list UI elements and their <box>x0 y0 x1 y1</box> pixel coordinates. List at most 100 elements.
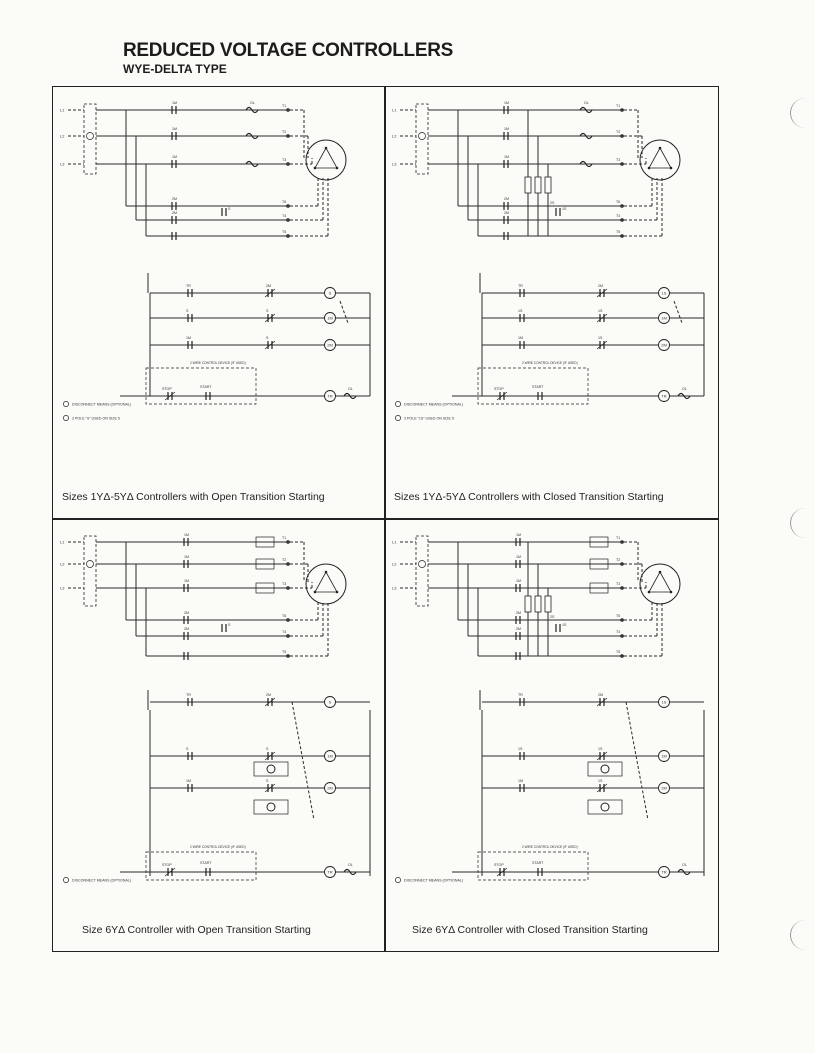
contact-label: 1S <box>598 336 603 340</box>
contact-label: S <box>266 747 269 751</box>
coil-icon <box>658 866 670 878</box>
terminal-label: T2 <box>282 130 286 134</box>
terminal-icon <box>620 634 624 638</box>
nc-contact-icon <box>264 783 276 793</box>
current-transformer-icon <box>255 536 275 548</box>
winding-terminal-icon <box>669 166 673 170</box>
line-label: L3 <box>392 162 397 167</box>
start-button-label: START <box>532 385 544 389</box>
coil-icon <box>658 750 670 762</box>
terminal-label: T5 <box>616 650 620 654</box>
line-label: L1 <box>392 108 397 113</box>
note-marker-icon <box>63 877 69 883</box>
note-text: 3 POLE "1S" USED ON SIZE 5 <box>404 417 454 421</box>
winding-terminal-icon <box>335 166 339 170</box>
contact-label: 2M <box>266 284 271 288</box>
wire-device-label: 2 WIRE CONTROL DEVICE (IF USED) <box>190 845 246 849</box>
contact-label: 1S <box>562 207 567 211</box>
contact-label: 1M <box>172 127 177 131</box>
terminal-label: T6 <box>616 200 620 204</box>
contact-label: 1M <box>184 579 189 583</box>
contact-label: 1M <box>504 155 509 159</box>
contact-label: 1M <box>516 533 521 537</box>
terminal-icon <box>286 162 290 166</box>
nc-contact-icon <box>264 697 276 707</box>
winding-terminal-icon <box>313 590 317 594</box>
note-text: DISCONNECT MEANS (OPTIONAL) <box>404 879 463 883</box>
terminal-icon <box>286 204 290 208</box>
contact-label: OL <box>348 387 353 391</box>
motor-icon <box>305 563 347 605</box>
relay-coil-box <box>587 799 623 815</box>
contact-label: 1S <box>518 309 523 313</box>
wire-device-label: 2 WIRE CONTROL DEVICE (IF USED) <box>522 845 578 849</box>
coil-label: 2M <box>327 343 333 348</box>
winding-terminal-icon <box>658 570 662 574</box>
terminal-label: T5 <box>616 230 620 234</box>
terminal-label: T1 <box>616 536 620 540</box>
contact-label: 1M <box>516 579 521 583</box>
terminal-icon <box>620 586 624 590</box>
note-text: 3 POLE "S" USED ON SIZE 5 <box>72 417 120 421</box>
terminal-icon <box>286 134 290 138</box>
note-marker-icon <box>395 401 401 407</box>
coil-icon <box>324 339 336 351</box>
contact-label: 2M <box>516 627 521 631</box>
terminal-icon <box>286 586 290 590</box>
terminal-label: T3 <box>282 582 286 586</box>
coil-icon <box>324 782 336 794</box>
mechanical-interlock <box>339 300 349 324</box>
contact-label: 1M <box>172 155 177 159</box>
coil-label: 2M <box>661 343 667 348</box>
coil-label: 2M <box>327 786 333 791</box>
terminal-label: T6 <box>282 614 286 618</box>
note-marker-icon <box>395 415 401 421</box>
relay-coil-icon <box>600 802 610 812</box>
contact-label: TR <box>186 284 191 288</box>
coil-icon <box>324 390 336 402</box>
relay-coil-icon <box>600 764 610 774</box>
page-subtitle: WYE-DELTA TYPE <box>123 62 227 76</box>
contact-label: 1M <box>184 533 189 537</box>
line-label: L2 <box>60 562 65 567</box>
line-label: L1 <box>60 540 65 545</box>
terminal-label: T3 <box>616 582 620 586</box>
line-label: L2 <box>392 562 397 567</box>
current-transformer-icon <box>589 582 609 594</box>
nc-contact-icon <box>264 313 276 323</box>
terminal-icon <box>620 108 624 112</box>
terminal-icon <box>620 562 624 566</box>
contact-label: 2S <box>550 615 555 619</box>
nc-contact-icon <box>264 288 276 298</box>
start-button-label: START <box>200 385 212 389</box>
resistor-icon <box>524 595 532 613</box>
terminal-label: T6 <box>616 614 620 618</box>
current-transformer-icon <box>589 558 609 570</box>
stop-button-label: STOP <box>494 387 504 391</box>
terminal-icon <box>620 218 624 222</box>
coil-label: TR <box>327 870 332 875</box>
nc-contact-icon <box>496 391 508 401</box>
contact-label: OL <box>682 863 687 867</box>
note-marker-icon <box>63 401 69 407</box>
stop-button-label: STOP <box>162 387 172 391</box>
coil-icon <box>324 750 336 762</box>
contact-label: TR <box>518 284 523 288</box>
terminal-label: T3 <box>616 158 620 162</box>
contact-label: TR <box>186 693 191 697</box>
terminal-label: T1 <box>282 104 286 108</box>
coil-label: TR <box>661 870 666 875</box>
nc-contact-icon <box>596 288 608 298</box>
contact-label: 1M <box>186 336 191 340</box>
disconnect-box <box>415 535 429 607</box>
wire-device-label: 2 WIRE CONTROL DEVICE (IF USED) <box>522 361 578 365</box>
line-label: L3 <box>60 162 65 167</box>
contact-label: 1M <box>518 779 523 783</box>
mechanical-interlock <box>625 701 649 821</box>
note-text: DISCONNECT MEANS (OPTIONAL) <box>72 879 131 883</box>
relay-coil-box <box>587 761 623 777</box>
